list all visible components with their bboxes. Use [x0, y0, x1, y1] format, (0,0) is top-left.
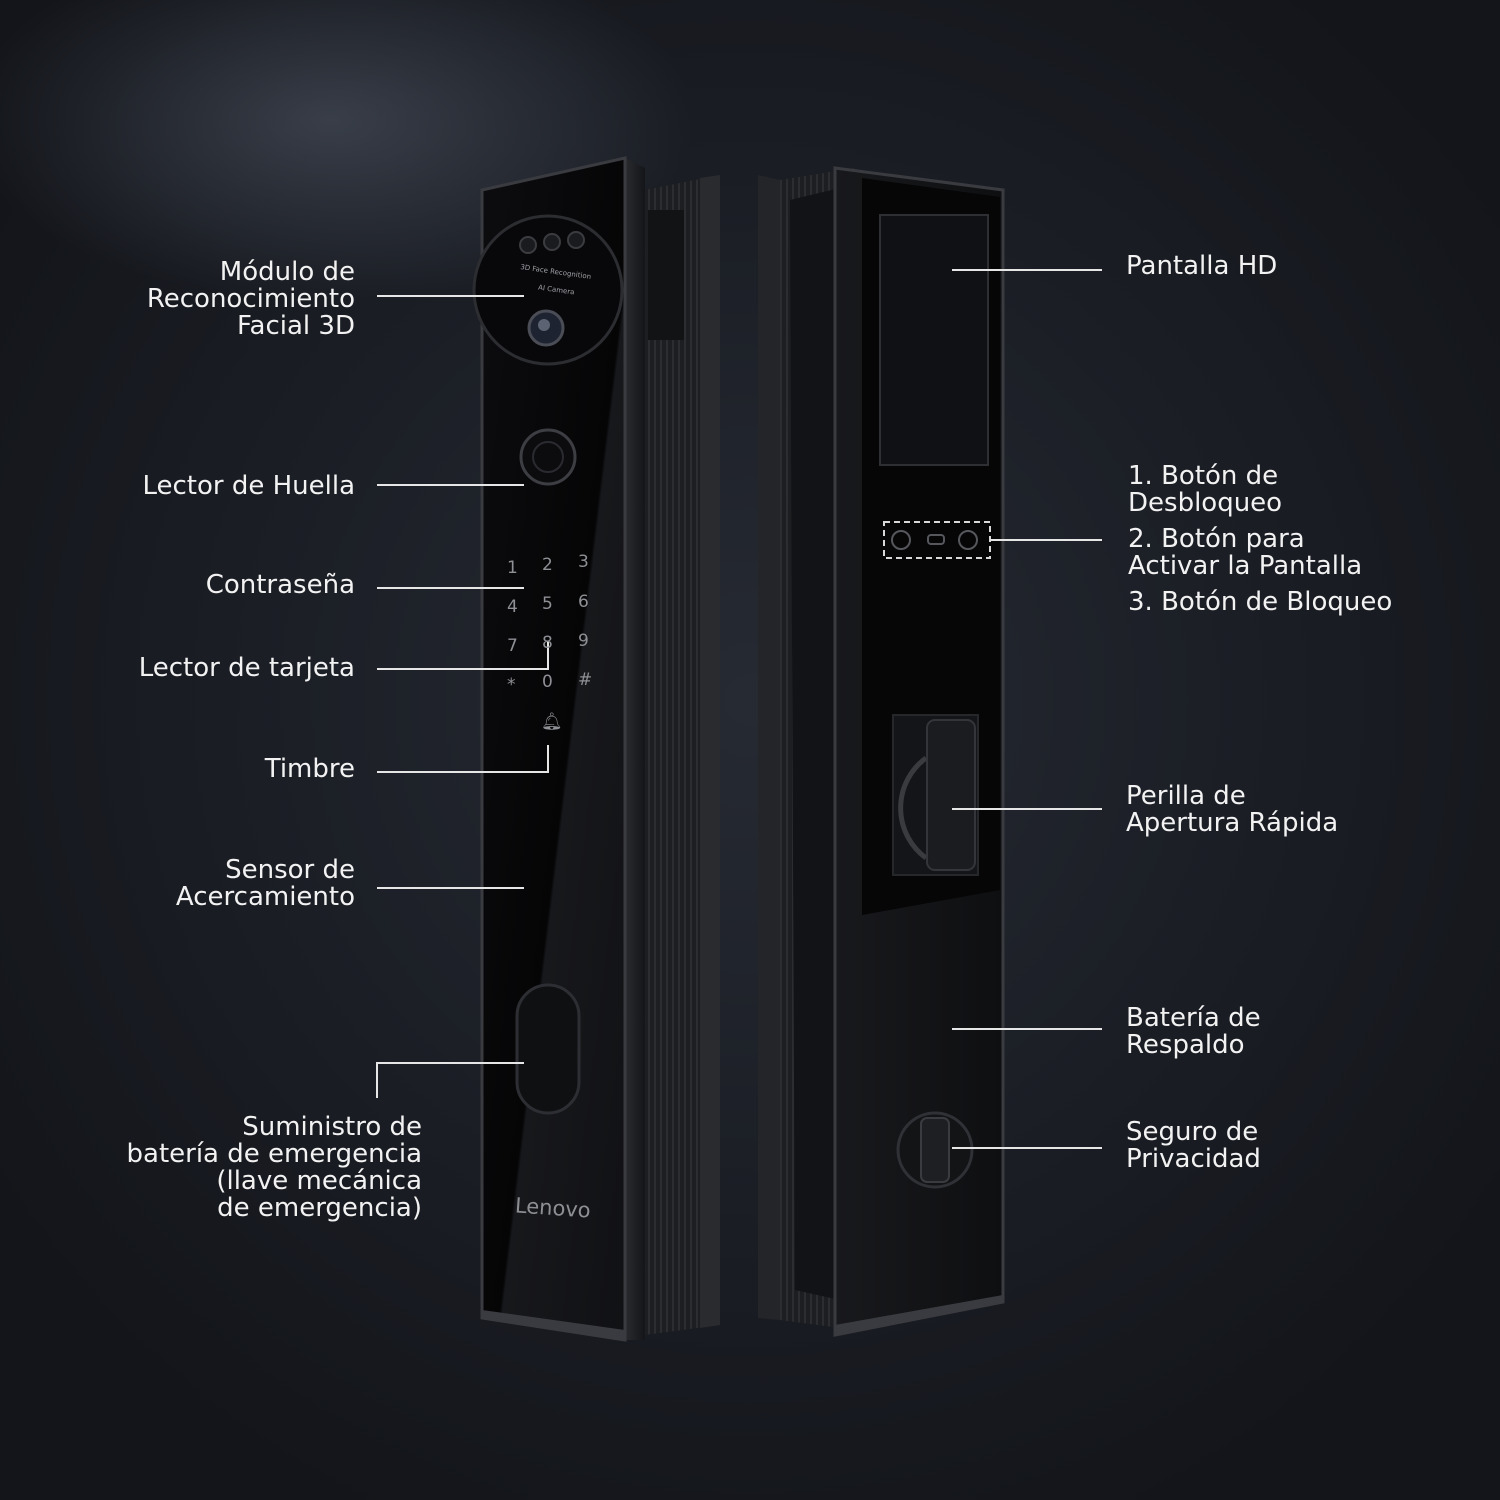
keypad-key-4: 4	[507, 597, 518, 617]
leader-doorbell	[377, 745, 549, 773]
front-handle	[648, 210, 684, 340]
label-backup-battery: Batería de Respaldo	[1126, 1003, 1261, 1060]
keypad-key-1: 1	[507, 558, 518, 578]
keypad-key-0: 0	[542, 672, 553, 692]
keypad-key-6: 6	[578, 592, 589, 612]
hd-screen	[879, 214, 989, 466]
leader-lines	[376, 269, 1102, 1149]
label-doorbell: Timbre	[264, 754, 355, 784]
fingerprint-sensor-icon	[519, 428, 577, 486]
unlock-button-icon	[891, 530, 911, 550]
screen-button-icon	[927, 534, 945, 545]
label-fingerprint: Lector de Huella	[142, 471, 355, 501]
front-panel-unit	[472, 156, 720, 1342]
lock-button-icon	[958, 530, 978, 550]
keypad-key-2: 2	[542, 555, 553, 575]
label-privacy-lock: Seguro de Privacidad	[1126, 1117, 1261, 1174]
doorbell-icon: 🔔︎	[541, 712, 563, 732]
label-password: Contraseña	[205, 570, 355, 600]
keypad-key-3: 3	[578, 552, 589, 572]
keypad-key-7: 7	[507, 636, 518, 656]
back-handle	[790, 188, 840, 1300]
keypad-key-8: 8	[542, 633, 553, 653]
camera-module	[472, 214, 624, 366]
keypad-key-9: 9	[578, 631, 589, 651]
emergency-key-cover	[515, 983, 581, 1115]
label-facial-module: Módulo de Reconocimiento Facial 3D	[146, 257, 355, 341]
label-buttons: 1. Botón de Desbloqueo 2. Botón para Act…	[1128, 461, 1393, 617]
quick-open-knob	[926, 719, 976, 871]
label-emergency: Suministro de batería de emergencia (lla…	[126, 1112, 422, 1223]
leader-emergency	[376, 1062, 524, 1098]
back-panel-unit	[758, 166, 1005, 1337]
keypad-key-star: *	[507, 675, 516, 695]
keypad-key-hash: #	[578, 670, 593, 690]
keypad-key-5: 5	[542, 594, 553, 614]
label-knob: Perilla de Apertura Rápida	[1126, 781, 1339, 838]
label-hd-screen: Pantalla HD	[1126, 251, 1278, 281]
label-card-reader: Lector de tarjeta	[138, 653, 355, 683]
leader-card-reader	[377, 641, 549, 670]
label-proximity: Sensor de Acercamiento	[175, 855, 355, 912]
